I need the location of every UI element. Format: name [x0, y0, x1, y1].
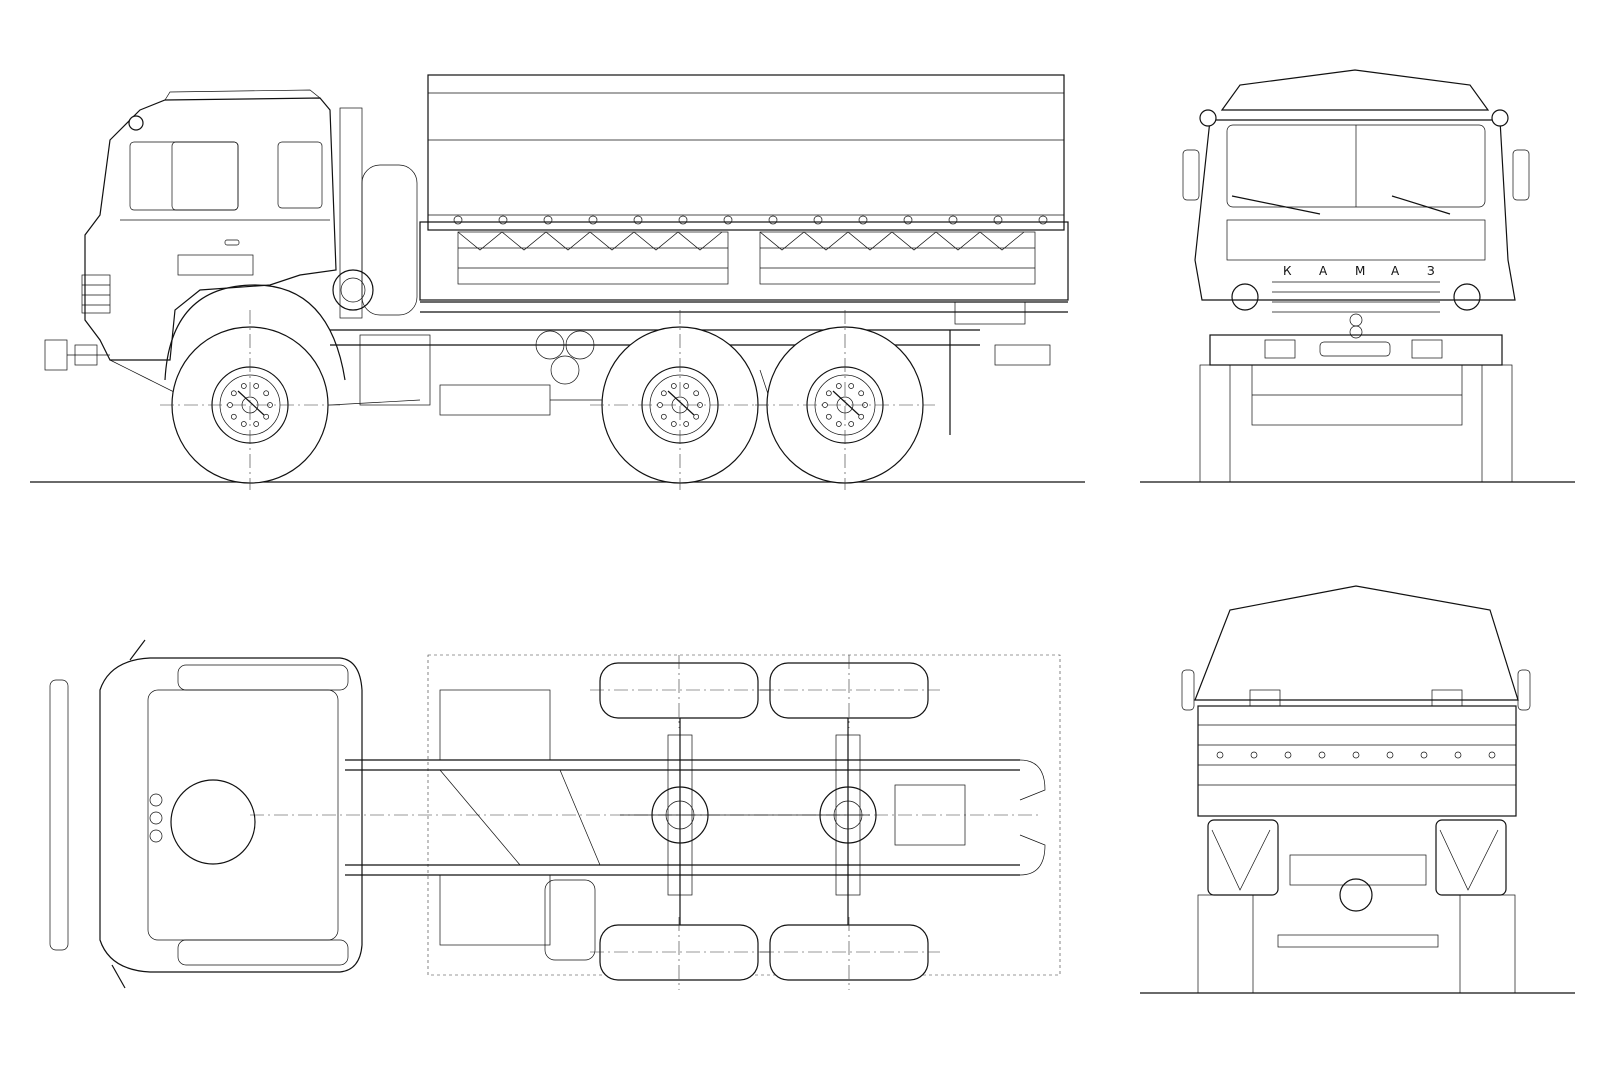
tarp-hook [633, 215, 643, 225]
tarp-hook [903, 215, 913, 225]
top-rear-tire [760, 655, 940, 728]
tarp-hook [678, 215, 688, 225]
side-wheel [590, 310, 770, 490]
tarp-hook [723, 215, 733, 225]
tailgate-rivet [1454, 751, 1462, 759]
tarp-hook [498, 215, 508, 225]
tarp-hook [993, 215, 1003, 225]
tailgate-rivet [1250, 751, 1258, 759]
tailgate-rivet [1386, 751, 1394, 759]
tarp-hook [453, 215, 463, 225]
tarp-hook [948, 215, 958, 225]
side-wheel [160, 310, 340, 490]
front-tarp-top [1220, 69, 1490, 111]
top-rear-axle [651, 718, 709, 925]
side-wheel [755, 310, 935, 490]
front-tires [1199, 364, 1513, 483]
top-rear-tire [590, 655, 770, 728]
grille-letter: А [1391, 264, 1401, 278]
mirror-arm-top [129, 639, 146, 661]
rear-tailgate [1197, 689, 1517, 817]
tarp-hook [813, 215, 823, 225]
tailgate-rivet [1420, 751, 1428, 759]
mirror-arm-bottom [111, 964, 126, 989]
rear-mudflaps [1207, 819, 1507, 896]
front-bumper [1209, 334, 1503, 366]
tailgate-rivet [1284, 751, 1292, 759]
tarp-hook [858, 215, 868, 225]
rear-tires [1197, 894, 1516, 994]
cargo-tarp [427, 74, 1065, 231]
rear-view [1140, 585, 1575, 994]
grille-letter: А [1319, 264, 1329, 278]
grille-letter: З [1427, 264, 1437, 278]
top-rear-tire [590, 917, 770, 990]
side-cab [81, 89, 418, 361]
tailgate-rivet [1352, 751, 1360, 759]
tailgate-rivet [1216, 751, 1224, 759]
tarp-hook [588, 215, 598, 225]
top-rear-axle [819, 718, 877, 925]
top-frame-rails [345, 689, 1046, 961]
roof-hatch [170, 779, 256, 865]
tarp-hook [1038, 215, 1048, 225]
cargo-body-side [419, 215, 1069, 366]
side-view [30, 74, 1085, 490]
top-view [49, 639, 1061, 990]
grille-letter: М [1355, 264, 1367, 278]
tarp-hook [768, 215, 778, 225]
tailgate-rivet [1318, 751, 1326, 759]
front-cab [1182, 109, 1530, 301]
tarp-hook [543, 215, 553, 225]
headlight-left [1231, 283, 1259, 311]
headlight-right [1453, 283, 1481, 311]
side-wheel-arch [164, 284, 346, 381]
top-rear-tire [760, 917, 940, 990]
top-cab [49, 639, 363, 989]
grille-letter: К [1283, 264, 1294, 278]
tailgate-rivet [1488, 751, 1496, 759]
rear-axle-assembly [1277, 854, 1439, 948]
rear-tarp-top [1194, 585, 1519, 701]
